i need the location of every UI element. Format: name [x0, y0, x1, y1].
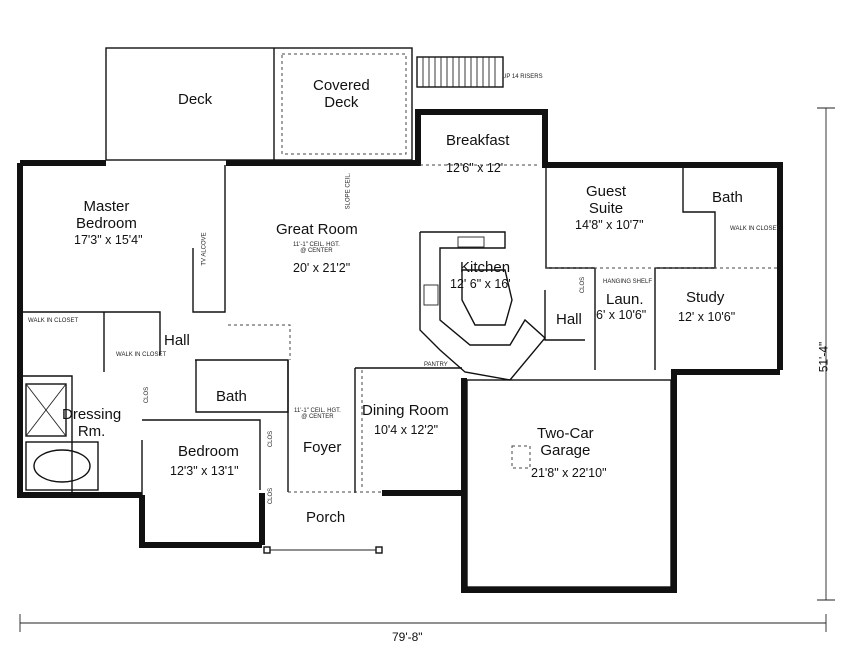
- closet-note-hall: CLOS: [144, 386, 151, 404]
- exterior-walls: [17, 109, 783, 593]
- dimension-lines: [19, 107, 835, 632]
- foyer-label: Foyer: [303, 439, 342, 456]
- closet-note-foyer: CLOS: [268, 430, 275, 448]
- walk-in-closet-guest: WALK IN CLOSET: [730, 226, 781, 232]
- closet-note-hall-right: CLOS: [580, 276, 587, 294]
- bedroom-dims: 12'3" x 13'1": [170, 464, 239, 478]
- porch-label: Porch: [306, 509, 346, 526]
- study-label: Study: [686, 289, 725, 306]
- master-bedroom-dims: 17'3" x 15'4": [74, 233, 143, 247]
- hall-left-label: Hall: [164, 332, 190, 349]
- kitchen-dims: 12' 6" x 16': [450, 277, 511, 291]
- garage-structure: [466, 379, 672, 588]
- deck-label: Deck: [178, 91, 213, 108]
- foyer-ceiling: 11'-1" CEIL. HGT.@ CENTER: [294, 408, 341, 421]
- tub: [25, 441, 99, 491]
- dining-room-dims: 10'4 x 12'2": [374, 423, 439, 437]
- hanging-shelf-note: HANGING SHELF: [603, 279, 653, 285]
- garage-dims: 21'8" x 22'10": [531, 466, 607, 480]
- hall-right-label: Hall: [556, 311, 582, 328]
- shower: [25, 383, 67, 437]
- pantry-note: PANTRY: [424, 362, 448, 368]
- interior-walls: [20, 112, 780, 495]
- porch-columns: [263, 546, 383, 554]
- breakfast-dims: 12'6" x 12': [446, 161, 504, 175]
- great-room-ceiling: 11'-1" CEIL. HGT.@ CENTER: [293, 242, 340, 255]
- tv-alcove-note: TV ALCOVE: [201, 232, 208, 266]
- bedroom-label: Bedroom: [178, 443, 239, 460]
- guest-suite-dims: 14'8" x 10'7": [575, 218, 644, 232]
- exterior-stair: [416, 56, 504, 88]
- laundry-dims: 6' x 10'6": [596, 308, 647, 322]
- walk-in-closet-master: WALK IN CLOSET: [28, 318, 79, 324]
- kitchen-label: Kitchen: [460, 259, 511, 276]
- breakfast-label: Breakfast: [446, 132, 510, 149]
- stair-risers-note: UP 14 RISERS: [502, 74, 543, 80]
- dining-room-label: Dining Room: [362, 402, 449, 419]
- walk-in-closet-dressing: WALK IN CLOSET: [116, 352, 167, 358]
- laundry-label: Laun.: [606, 291, 644, 308]
- overall-depth: 51'-4": [816, 341, 831, 373]
- great-room-label: Great Room: [276, 221, 358, 238]
- closet-note-bedroom: CLOS: [268, 487, 275, 505]
- great-room-dims: 20' x 21'2": [293, 261, 351, 275]
- guest-bath-label: Bath: [712, 189, 743, 206]
- overall-width: 79'-8": [392, 630, 423, 644]
- study-dims: 12' x 10'6": [678, 310, 736, 324]
- slope-ceil-note: SLOPE CEIL.: [345, 172, 352, 210]
- bath-label: Bath: [216, 388, 247, 405]
- kitchen-counters: [419, 231, 546, 381]
